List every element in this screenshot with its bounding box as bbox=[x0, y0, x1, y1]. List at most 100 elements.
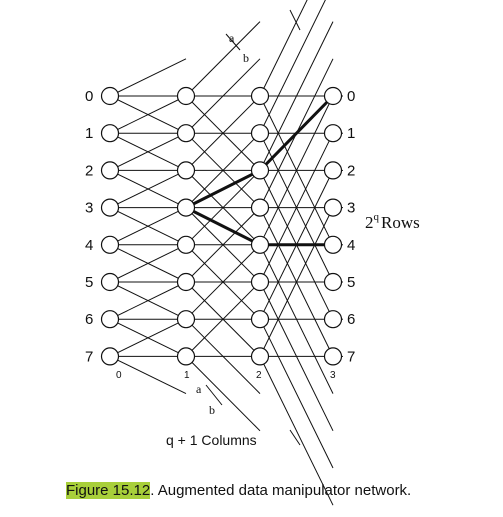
row-label-left: 6 bbox=[85, 311, 93, 328]
rows-label-exponent: q bbox=[374, 211, 380, 223]
wrap-stub bbox=[289, 429, 301, 446]
switch-node bbox=[323, 235, 343, 254]
row-label-right: 5 bbox=[347, 274, 355, 291]
switch-node bbox=[323, 124, 343, 143]
switch-node bbox=[323, 347, 343, 366]
switch-node bbox=[323, 272, 343, 292]
switch-node bbox=[323, 86, 343, 106]
row-label-right: 6 bbox=[347, 311, 355, 328]
cross-link bbox=[259, 21, 334, 171]
switch-node bbox=[100, 272, 120, 292]
cross-link bbox=[259, 0, 326, 134]
row-label-left: 3 bbox=[85, 200, 93, 217]
column-label: 3 bbox=[330, 370, 336, 381]
row-label-left: 5 bbox=[85, 274, 93, 291]
wrap-stub bbox=[225, 33, 241, 51]
cross-link bbox=[185, 207, 261, 283]
figure-caption-text: . Augmented data manipulator network. bbox=[150, 482, 412, 499]
cross-link bbox=[259, 95, 334, 246]
switch-node bbox=[176, 310, 196, 329]
row-label-right: 0 bbox=[347, 88, 355, 105]
switch-node bbox=[176, 235, 196, 254]
switch-node bbox=[250, 235, 270, 254]
rows-label-base: 2 bbox=[365, 213, 374, 232]
interconnection-links bbox=[109, 0, 343, 506]
path-tag-upper-b: b bbox=[243, 51, 249, 65]
cross-link bbox=[185, 132, 261, 208]
switch-node bbox=[250, 86, 270, 106]
cross-link bbox=[109, 244, 187, 283]
path-tag-lower-a: a bbox=[196, 382, 202, 396]
column-label: 2 bbox=[256, 370, 262, 381]
row-label-left: 1 bbox=[85, 125, 93, 142]
cross-link bbox=[109, 58, 187, 97]
figure-reference: Figure 15.12 bbox=[66, 482, 151, 499]
wrap-stub bbox=[289, 9, 301, 31]
switch-node bbox=[176, 86, 196, 106]
switch-node bbox=[250, 272, 270, 292]
column-label: 0 bbox=[116, 370, 122, 381]
column-label: 1 bbox=[184, 370, 190, 381]
column-labels: 0 1 2 3 bbox=[116, 370, 336, 381]
cross-link bbox=[185, 170, 261, 246]
switch-node bbox=[100, 198, 120, 217]
row-label-left: 0 bbox=[85, 88, 93, 105]
switch-node bbox=[250, 161, 270, 180]
path-tag-upper-a: a bbox=[229, 31, 235, 45]
cross-link bbox=[259, 132, 334, 283]
cross-link bbox=[185, 356, 261, 432]
highlighted-path bbox=[185, 94, 335, 209]
row-label-right: 3 bbox=[347, 200, 355, 217]
row-label-right: 7 bbox=[347, 348, 355, 365]
rows-label-suffix: Rows bbox=[381, 213, 420, 232]
switch-node bbox=[176, 272, 196, 292]
row-label-left: 4 bbox=[85, 237, 93, 254]
switch-node bbox=[250, 347, 270, 366]
switch-nodes bbox=[100, 86, 343, 366]
row-label-right: 2 bbox=[347, 162, 355, 179]
cross-link bbox=[109, 318, 187, 357]
cross-link bbox=[185, 21, 261, 97]
cross-link bbox=[259, 356, 334, 506]
row-label-left: 2 bbox=[85, 162, 93, 179]
row-label-right: 1 bbox=[347, 125, 355, 142]
cross-link bbox=[259, 318, 334, 469]
figure-caption: Figure 15.12. Augmented data manipulator… bbox=[66, 482, 411, 499]
cross-link bbox=[185, 244, 261, 320]
cross-link bbox=[109, 281, 187, 320]
switch-node bbox=[323, 310, 343, 329]
switch-node bbox=[250, 310, 270, 329]
switch-node bbox=[176, 198, 196, 217]
cross-link bbox=[185, 58, 261, 134]
columns-caption: q + 1 Columns bbox=[166, 432, 257, 448]
cross-link bbox=[259, 207, 334, 357]
switch-node bbox=[100, 235, 120, 254]
switch-node bbox=[176, 124, 196, 143]
switch-node bbox=[250, 198, 270, 217]
switch-node bbox=[100, 347, 120, 366]
switch-node bbox=[250, 124, 270, 143]
row-label-left: 7 bbox=[85, 348, 93, 365]
cross-link bbox=[185, 95, 261, 171]
switch-node bbox=[100, 310, 120, 329]
cross-link bbox=[109, 169, 187, 209]
cross-link bbox=[109, 132, 187, 171]
cross-link bbox=[185, 281, 261, 357]
cross-link bbox=[109, 355, 187, 395]
row-labels: 0 0 1 1 2 2 3 3 4 4 5 5 6 6 7 7 bbox=[85, 88, 355, 365]
switch-node bbox=[100, 161, 120, 180]
cross-link bbox=[109, 95, 187, 134]
switch-node bbox=[323, 198, 343, 217]
cross-link bbox=[109, 207, 187, 246]
path-tag-lower-b: b bbox=[209, 403, 215, 417]
switch-node bbox=[323, 161, 343, 180]
switch-node bbox=[100, 124, 120, 143]
row-label-right: 4 bbox=[347, 237, 355, 254]
wrap-stub bbox=[205, 384, 223, 406]
switch-node bbox=[176, 347, 196, 366]
cross-link bbox=[259, 0, 308, 97]
switch-node bbox=[100, 86, 120, 106]
switch-node bbox=[176, 161, 196, 180]
